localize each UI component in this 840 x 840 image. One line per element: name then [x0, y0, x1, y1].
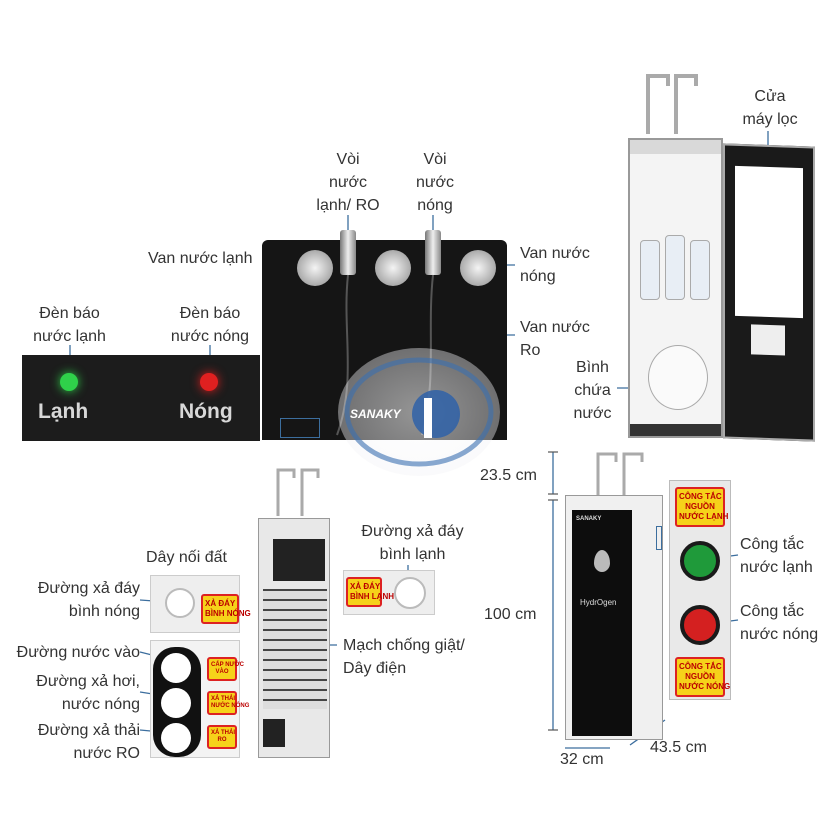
label-van-nuoc-ro: Van nước Ro: [520, 319, 590, 359]
tag-cap-nuoc-vao: CẤP NƯỚC VÀO: [207, 657, 244, 681]
dim-depth: 43.5 cm: [650, 739, 707, 756]
hot-switch-icon: [680, 605, 720, 645]
label-cua-may-loc: Cửa máy lọc: [742, 88, 798, 128]
label-van-nuoc-lanh: Van nước lạnh: [148, 250, 253, 267]
back-view-faucets: [272, 466, 322, 518]
cabinet-body: [628, 138, 723, 438]
control-board: [273, 539, 325, 581]
water-tank: [648, 345, 708, 410]
drain-cold-photo: XẢ ĐÁY BÌNH LẠNH: [343, 570, 435, 615]
label-duong-xa-hoi: Đường xả hơi, nước nóng: [36, 673, 140, 713]
side-switch-strip: [656, 526, 662, 550]
valve-knob-2: [375, 250, 411, 286]
led-word-nong: Nóng: [179, 400, 233, 423]
hot-led-icon: [200, 373, 218, 391]
drain-hot-port: [165, 588, 195, 618]
led-word-lanh: Lạnh: [38, 400, 89, 423]
port-xa-thai: [161, 723, 191, 753]
tag-cong-tac-lanh: CÔNG TẮC NGUỒN NƯỚC LẠNH: [675, 487, 728, 527]
tag-xa-day-binh-lanh: XẢ ĐÁY BÌNH LẠNH: [346, 577, 394, 607]
drain-cold-port: [394, 577, 426, 609]
label-den-bao-lanh: Đèn báo nước lạnh: [33, 305, 106, 345]
cabinet-floor: [630, 424, 721, 436]
cold-led-icon: [60, 373, 78, 391]
dim-width: 32 cm: [560, 751, 604, 768]
tag-xa-day-binh-nong: XẢ ĐÁY BÌNH NÓNG: [201, 594, 251, 624]
faucet-body-hot: [425, 230, 441, 275]
back-view-body: [258, 518, 330, 758]
label-cong-tac-lanh: Công tắc nước lạnh: [740, 536, 813, 576]
port-xa-hoi: [161, 688, 191, 718]
instruction-sheet: [735, 165, 803, 319]
dim-height-top: 23.5 cm: [480, 467, 537, 484]
label-day-noi-dat: Dây nối đất: [146, 549, 227, 566]
outlet-ports: [263, 719, 285, 747]
cold-switch-icon: [680, 541, 720, 581]
status-light-box: [280, 418, 320, 438]
filter-cartridges: [640, 220, 712, 300]
watermark-brand: SANAKY: [350, 407, 402, 421]
faucet-body-cold: [340, 230, 356, 275]
tag-xa-thai-nuoc-nong: XẢ THẢI NƯỚC NÓNG: [207, 691, 249, 715]
water-drop-icon: [594, 550, 610, 572]
front-panel: SANAKY HydrOgen: [572, 510, 632, 736]
switch-panel: CÔNG TẮC NGUỒN NƯỚC LẠNH CÔNG TẮC NGUỒN …: [669, 480, 731, 700]
front-view-body: SANAKY HydrOgen: [565, 495, 663, 740]
label-van-nuoc-nong: Van nước nóng: [520, 245, 590, 285]
front-view-faucets: [592, 450, 648, 498]
condenser-coil: [263, 589, 327, 709]
cabinet-faucets: [640, 72, 700, 138]
cabinet-door: [723, 143, 815, 442]
label-mach-chong-giat: Mạch chống giật/ Dây điện: [343, 637, 465, 677]
label-xa-day-binh-nong: Đường xả đáy bình nóng: [37, 580, 140, 620]
dim-height-body: 100 cm: [484, 606, 537, 623]
led-panel: Lạnh Nóng: [22, 355, 260, 441]
label-duong-xa-thai: Đường xả thải nước RO: [37, 722, 140, 762]
label-binh-chua-nuoc: Bình chứa nước: [573, 359, 612, 422]
label-duong-nuoc-vao: Đường nước vào: [16, 644, 140, 661]
watermark-swoosh-icon: SANAKY: [344, 357, 494, 467]
label-cong-tac-nong: Công tắc nước nóng: [740, 603, 819, 643]
valve-knob-1: [297, 250, 333, 286]
valve-knob-3: [460, 250, 496, 286]
label-voi-nuoc-nong: Vòi nước nóng: [415, 151, 455, 214]
label-voi-nuoc-lanh: Vòi nước lạnh/ RO: [316, 151, 380, 214]
cabinet-top-strip: [630, 140, 721, 154]
door-note: [751, 324, 785, 356]
tag-xa-thai-ro: XẢ THẢI RO: [207, 725, 237, 749]
watermark-logo: SANAKY: [338, 348, 500, 476]
tag-cong-tac-nong: CÔNG TẮC NGUỒN NƯỚC NÓNG: [675, 657, 730, 697]
front-hydrogen: HydrOgen: [580, 598, 617, 607]
label-den-bao-nong: Đèn báo nước nóng: [170, 305, 250, 345]
inlet-ports-photo: CẤP NƯỚC VÀO XẢ THẢI NƯỚC NÓNG XẢ THẢI R…: [150, 640, 249, 758]
label-xa-day-binh-lanh: Đường xả đáy bình lạnh: [361, 523, 464, 563]
drain-hot-photo: XẢ ĐÁY BÌNH NÓNG: [150, 575, 251, 633]
front-brand: SANAKY: [576, 516, 602, 522]
port-nuoc-vao: [161, 653, 191, 683]
